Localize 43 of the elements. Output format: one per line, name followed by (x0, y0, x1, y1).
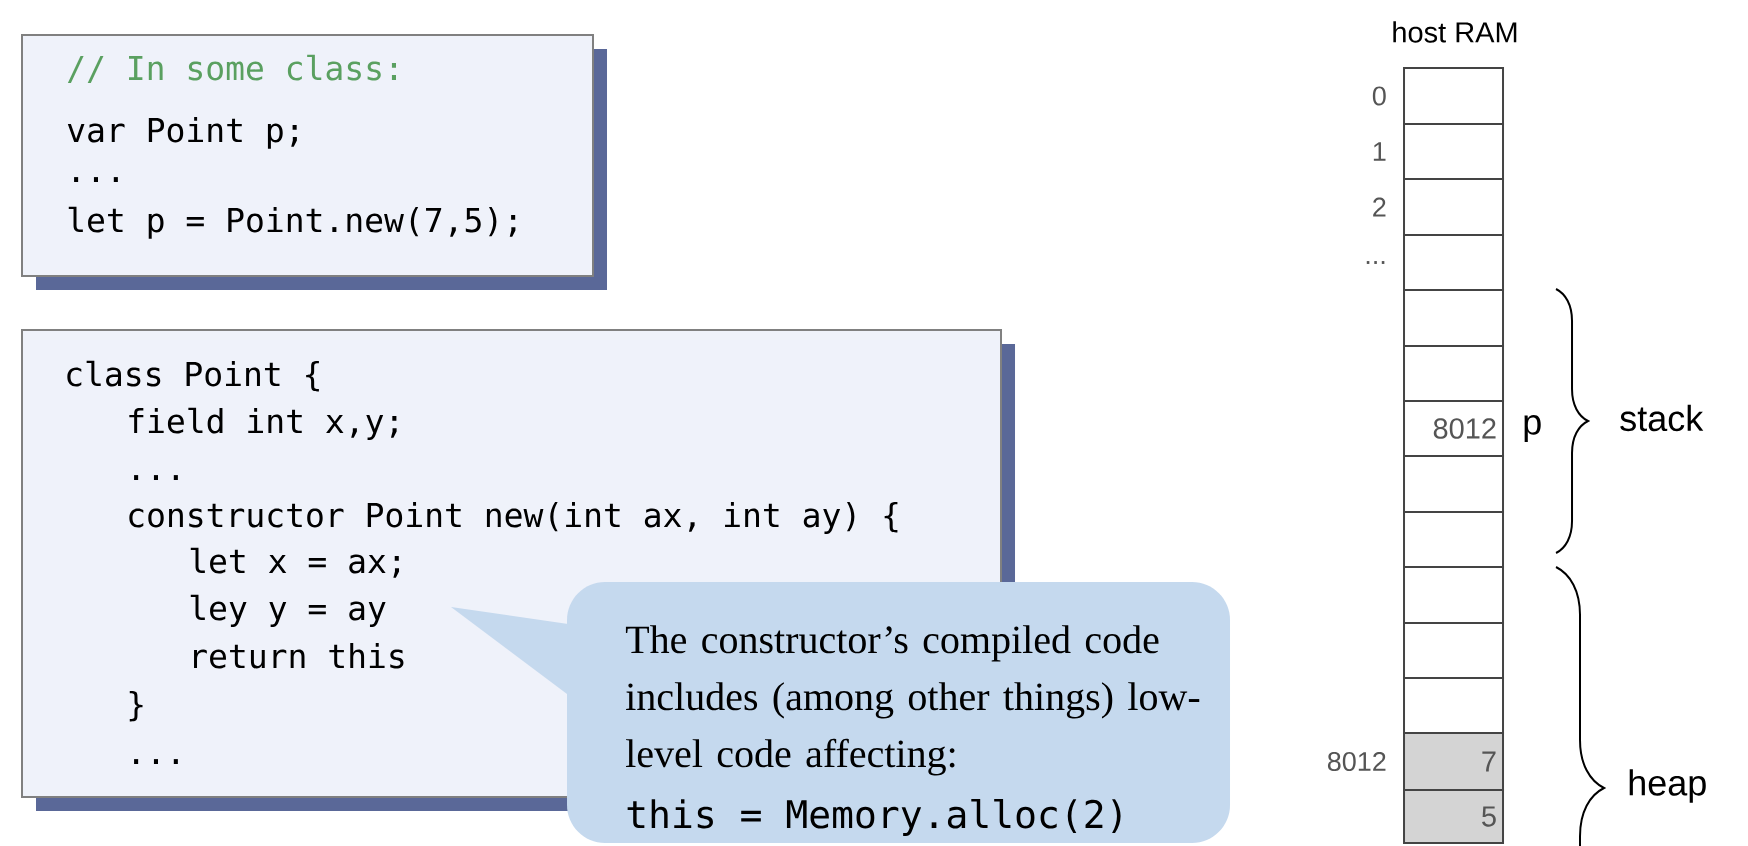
memory-cell (1403, 511, 1504, 568)
code-line: let p = Point.new(7,5); (68, 206, 516, 239)
code-line: ... (74, 177, 118, 182)
code-line: // In some class: (67, 54, 396, 84)
code-line: let x = ax; (190, 547, 399, 578)
code-line: return this (194, 642, 404, 669)
memory-cell (1403, 400, 1504, 457)
memory-cell (1403, 345, 1504, 402)
brace-label: stack (1620, 404, 1704, 432)
memory-cell (1403, 566, 1504, 624)
memory-cell (1403, 123, 1504, 180)
code-line: } (129, 690, 143, 722)
code-line: constructor Point new(int ax, int ay) { (129, 501, 898, 534)
memory-cell (1403, 234, 1504, 291)
bubble-text: The constructor’s compiled code includes (among other things) low-level code affecting: (625, 625, 1200, 776)
speech-bubble (451, 582, 1230, 843)
code-line: this = Memory.alloc(2) (627, 798, 1121, 836)
memory-cell (1403, 455, 1504, 513)
code-line: var Point p; (67, 116, 297, 149)
code-line: ... (134, 475, 178, 480)
code-line: ... (134, 759, 178, 764)
address-label: 8012 (1327, 751, 1386, 772)
memory-cell (1403, 677, 1504, 734)
code-line: ley y = ay (190, 594, 386, 627)
cell-value: 7 (1482, 751, 1496, 772)
code-line: class Point { (67, 360, 319, 392)
address-label: 1 (1373, 142, 1386, 161)
variable-label: p (1524, 415, 1541, 442)
heading: host RAM (1393, 21, 1517, 43)
memory-cell (1403, 67, 1504, 125)
memory-cell (1403, 732, 1504, 791)
memory-cell (1403, 622, 1504, 679)
address-label: 0 (1372, 86, 1386, 106)
cell-value: 8012 (1433, 418, 1496, 439)
memory-cell (1403, 178, 1504, 236)
memory-cell (1403, 289, 1504, 347)
code-line: field int x,y; (129, 407, 397, 440)
code-box (21, 34, 607, 290)
address-label: ... (1366, 261, 1385, 264)
brace-label: heap (1629, 769, 1706, 803)
cell-value: 5 (1482, 806, 1496, 827)
memory-cell (1403, 789, 1504, 844)
address-label: 2 (1373, 197, 1386, 217)
